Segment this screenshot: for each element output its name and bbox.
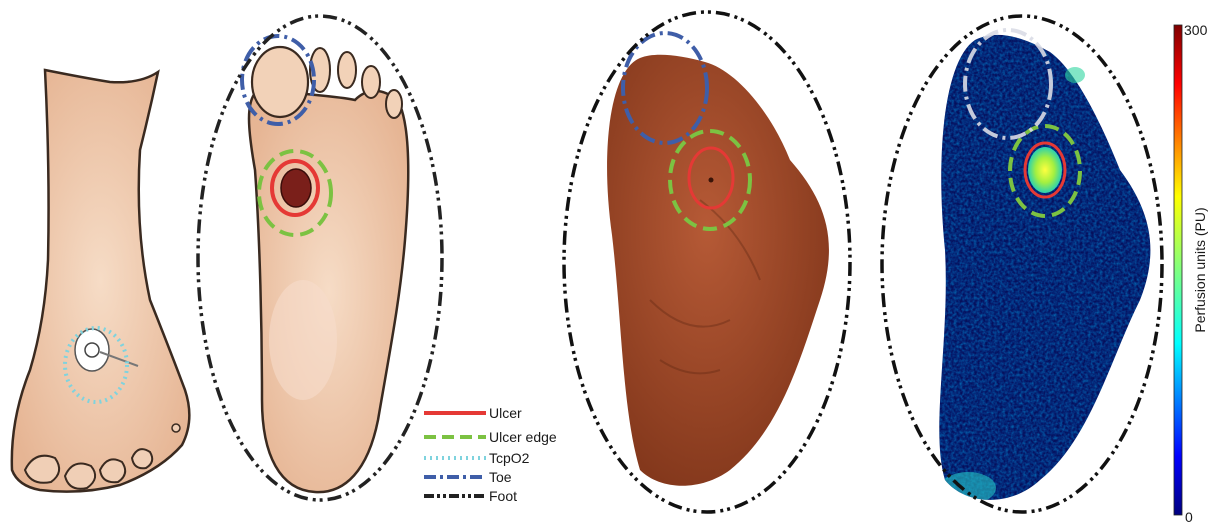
colorbar-title: Perfusion units (PU) bbox=[1192, 207, 1208, 332]
colorbar-min-label: 0 bbox=[1185, 509, 1193, 525]
colorbar-scale bbox=[1174, 25, 1182, 515]
colorbar-max-label: 300 bbox=[1184, 22, 1208, 38]
legend-foot: Foot bbox=[489, 488, 517, 504]
foot-photograph bbox=[564, 12, 850, 512]
legend: Ulcer Ulcer edge TcpO2 Toe Foot bbox=[424, 405, 557, 504]
legend-toe: Toe bbox=[489, 469, 512, 485]
perfusion-map bbox=[882, 16, 1162, 515]
dorsal-foot-illustration bbox=[12, 70, 190, 492]
legend-ulcer: Ulcer bbox=[489, 405, 522, 421]
ulcer-wound bbox=[281, 169, 311, 207]
legend-ulcer-edge: Ulcer edge bbox=[489, 429, 557, 445]
legend-tcpo2: TcpO2 bbox=[489, 450, 530, 466]
plantar-foot-illustration bbox=[198, 16, 442, 500]
colorbar: 300 0 Perfusion units (PU) bbox=[1174, 22, 1208, 525]
perfusion-hotspot bbox=[1028, 147, 1062, 193]
